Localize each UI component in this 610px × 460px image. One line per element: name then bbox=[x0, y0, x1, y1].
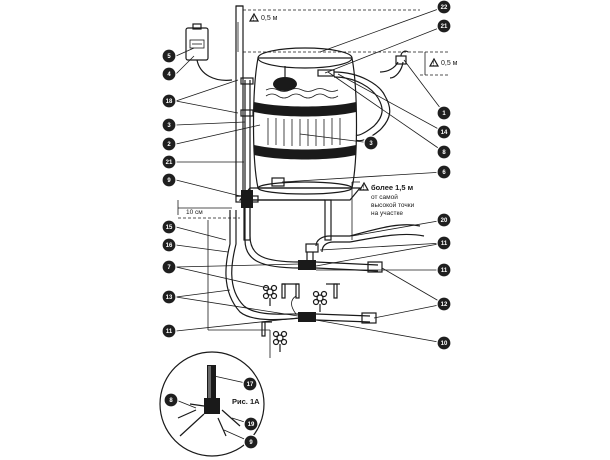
support-post bbox=[235, 5, 244, 197]
svg-text:1: 1 bbox=[442, 111, 446, 117]
callout-marker: 3 bbox=[363, 135, 379, 151]
callout-marker: 7 bbox=[161, 259, 177, 275]
callout-marker: 9 bbox=[161, 172, 177, 188]
callout-marker: 19 bbox=[243, 416, 259, 432]
svg-text:9: 9 bbox=[167, 178, 171, 184]
top-height-annotation: ! 0,5 м bbox=[248, 12, 278, 23]
svg-text:2: 2 bbox=[167, 142, 171, 148]
svg-text:7: 7 bbox=[167, 265, 171, 271]
bottom-gap-label: 10 см bbox=[186, 209, 203, 216]
callout-marker: 2 bbox=[161, 136, 177, 152]
stand-height-label: более 1,5 м bbox=[371, 183, 414, 192]
callout-marker: 17 bbox=[242, 376, 258, 392]
flower-icon bbox=[312, 290, 328, 312]
flower-icon bbox=[272, 330, 288, 352]
svg-text:6: 6 bbox=[442, 170, 446, 176]
callout-marker: 5 bbox=[161, 48, 177, 64]
callout-marker: 6 bbox=[436, 164, 452, 180]
top-height-label: 0,5 м bbox=[261, 15, 278, 22]
callout-marker: 9 bbox=[243, 434, 259, 450]
stand-height-annotation: ! более 1,5 м от самой высокой точки на … bbox=[358, 181, 415, 217]
callout-marker: 10 bbox=[436, 335, 452, 351]
controller-box bbox=[185, 23, 233, 81]
svg-text:10: 10 bbox=[441, 341, 448, 347]
svg-text:21: 21 bbox=[441, 24, 448, 30]
svg-text:3: 3 bbox=[369, 141, 373, 147]
callout-marker: 3 bbox=[161, 117, 177, 133]
svg-text:5: 5 bbox=[167, 54, 171, 60]
svg-text:11: 11 bbox=[441, 241, 448, 247]
svg-text:9: 9 bbox=[249, 440, 253, 446]
svg-text:14: 14 bbox=[441, 130, 448, 136]
distribution-lines bbox=[207, 208, 425, 358]
right-height-annotation: ! 0,5 м bbox=[428, 57, 458, 68]
svg-text:3: 3 bbox=[167, 123, 171, 129]
svg-text:4: 4 bbox=[167, 72, 171, 78]
warning-icon: ! bbox=[253, 16, 255, 23]
callout-marker: 11 bbox=[436, 262, 452, 278]
figure-1a-inset: Рис. 1А bbox=[159, 351, 265, 457]
callout-marker: 18 bbox=[161, 93, 177, 109]
svg-text:8: 8 bbox=[442, 150, 446, 156]
callout-marker: 1 bbox=[436, 105, 452, 121]
svg-text:21: 21 bbox=[166, 160, 173, 166]
svg-text:19: 19 bbox=[248, 422, 255, 428]
svg-text:11: 11 bbox=[441, 268, 448, 274]
figure-label: Рис. 1А bbox=[232, 397, 260, 406]
svg-text:11: 11 bbox=[166, 329, 173, 335]
callout-marker: 15 bbox=[161, 219, 177, 235]
callout-marker: 21 bbox=[161, 154, 177, 170]
callout-marker: 12 bbox=[436, 296, 452, 312]
svg-text:22: 22 bbox=[441, 5, 448, 11]
flower-icon bbox=[262, 284, 278, 306]
svg-text:13: 13 bbox=[166, 295, 173, 301]
callout-inset: 17 19 9 bbox=[242, 376, 259, 450]
svg-text:8: 8 bbox=[169, 398, 173, 404]
water-barrel bbox=[252, 47, 358, 195]
dimension-lines bbox=[177, 9, 450, 240]
svg-text:18: 18 bbox=[166, 99, 173, 105]
callout-marker: 11 bbox=[436, 235, 452, 251]
callout-marker: 22 bbox=[436, 0, 452, 15]
stand-height-label-2: от самой bbox=[371, 193, 398, 201]
svg-text:15: 15 bbox=[166, 225, 173, 231]
callout-right-column: 22 21 1 14 8 6 3 20 bbox=[363, 0, 452, 351]
callout-marker: 8 bbox=[436, 144, 452, 160]
drop-pipe bbox=[235, 77, 259, 208]
callout-marker: 4 bbox=[161, 66, 177, 82]
callout-marker: 13 bbox=[161, 289, 177, 305]
callout-left-column: 5 4 18 3 2 21 9 15 bbox=[161, 48, 179, 408]
callout-marker: 14 bbox=[436, 124, 452, 140]
callout-marker: 16 bbox=[161, 237, 177, 253]
svg-text:16: 16 bbox=[166, 243, 173, 249]
svg-text:17: 17 bbox=[247, 382, 254, 388]
callout-marker: 20 bbox=[436, 212, 452, 228]
stand-height-label-4: на участке bbox=[371, 210, 403, 217]
svg-text:12: 12 bbox=[441, 302, 448, 308]
warning-icon: ! bbox=[363, 185, 365, 192]
right-height-label: 0,5 м bbox=[441, 60, 458, 67]
callout-marker: 11 bbox=[161, 323, 177, 339]
warning-icon: ! bbox=[433, 61, 435, 68]
callout-marker: 8 bbox=[163, 392, 179, 408]
leader-lines bbox=[175, 6, 445, 443]
svg-text:20: 20 bbox=[441, 218, 448, 224]
stand-height-label-3: высокой точки bbox=[371, 201, 415, 209]
callout-marker: 21 bbox=[436, 18, 452, 34]
